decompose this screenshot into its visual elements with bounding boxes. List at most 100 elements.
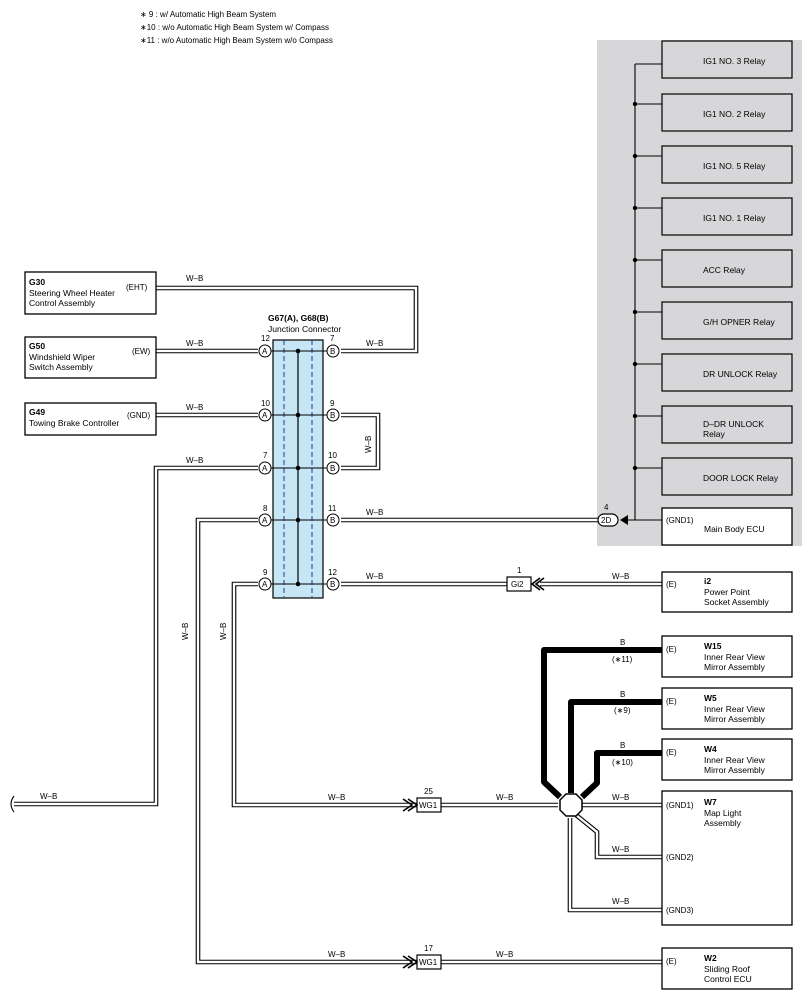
svg-text:(GND): (GND) xyxy=(127,411,150,420)
svg-text:(E): (E) xyxy=(666,957,677,966)
svg-text:B: B xyxy=(330,580,335,589)
svg-text:(GND1): (GND1) xyxy=(666,801,694,810)
relay-ig1-no1: IG1 NO. 1 Relay xyxy=(703,213,766,223)
relay-ig1-no3: IG1 NO. 3 Relay xyxy=(703,56,766,66)
svg-text:17: 17 xyxy=(424,944,433,953)
component-w4: (E) W4 Inner Rear View Mirror Assembly xyxy=(661,738,793,781)
note-9: ∗ 9 : w/ Automatic High Beam System xyxy=(140,10,276,19)
svg-text:i2: i2 xyxy=(704,576,711,586)
svg-text:7: 7 xyxy=(263,451,268,460)
relay-acc: ACC Relay xyxy=(703,265,746,275)
svg-text:W–B: W–B xyxy=(496,793,513,802)
svg-text:Sliding Roof: Sliding Roof xyxy=(704,964,750,974)
relay-dr-unlock: DR UNLOCK Relay xyxy=(703,369,778,379)
splice-wg1-17: WG1 17 xyxy=(402,944,442,970)
wire-labels: W–B W–B W–B W–B W–B W–B W–B W–B W–B W–B … xyxy=(40,274,629,959)
svg-text:W–B: W–B xyxy=(366,508,383,517)
svg-text:G50: G50 xyxy=(29,341,45,351)
svg-text:W–B: W–B xyxy=(181,623,190,640)
svg-text:(E): (E) xyxy=(666,697,677,706)
svg-text:W–B: W–B xyxy=(612,897,629,906)
svg-text:9: 9 xyxy=(330,399,335,408)
splice-wg1-25: WG1 25 xyxy=(402,787,442,813)
svg-text:Windshield Wiper: Windshield Wiper xyxy=(29,352,95,362)
svg-text:Steering Wheel Heater: Steering Wheel Heater xyxy=(29,288,115,298)
svg-text:W–B: W–B xyxy=(612,572,629,581)
svg-text:8: 8 xyxy=(263,504,268,513)
svg-text:Inner Rear View: Inner Rear View xyxy=(704,704,766,714)
mirror-wires xyxy=(541,647,662,800)
junction-pins-a: A A A A A 12 10 7 8 9 xyxy=(258,334,272,591)
svg-text:1: 1 xyxy=(517,566,522,575)
svg-text:B: B xyxy=(330,516,335,525)
svg-text:A: A xyxy=(262,347,268,356)
svg-text:25: 25 xyxy=(424,787,433,796)
junction-connector xyxy=(265,339,332,599)
svg-text:Mirror Assembly: Mirror Assembly xyxy=(704,765,766,775)
relay-d-dr-unlock-line2: Relay xyxy=(703,429,725,439)
relay-gh-opner: G/H OPNER Relay xyxy=(703,317,776,327)
svg-text:Gi2: Gi2 xyxy=(511,580,524,589)
svg-text:12: 12 xyxy=(328,568,337,577)
relay-ig1-no2: IG1 NO. 2 Relay xyxy=(703,109,766,119)
relay-ig1-no5: IG1 NO. 5 Relay xyxy=(703,161,766,171)
svg-text:(E): (E) xyxy=(666,748,677,757)
svg-text:W–B: W–B xyxy=(186,403,203,412)
svg-text:A: A xyxy=(262,580,268,589)
relay-bus-junction-dots xyxy=(632,101,638,471)
svg-text:Assembly: Assembly xyxy=(704,818,742,828)
svg-text:W4: W4 xyxy=(704,744,717,754)
wire-break-mark xyxy=(10,795,15,813)
component-g30: G30 Steering Wheel Heater Control Assemb… xyxy=(24,271,157,315)
svg-text:WG1: WG1 xyxy=(419,958,438,967)
svg-text:Inner Rear View: Inner Rear View xyxy=(704,755,766,765)
svg-text:W5: W5 xyxy=(704,693,717,703)
connector-2d: 2D 4 xyxy=(597,503,628,527)
junction-pins-b: B B B B B 7 9 10 11 12 xyxy=(326,334,340,591)
svg-text:Power Point: Power Point xyxy=(704,587,750,597)
svg-text:Mirror Assembly: Mirror Assembly xyxy=(704,662,766,672)
svg-text:A: A xyxy=(262,464,268,473)
svg-text:W7: W7 xyxy=(704,797,717,807)
note-w4: (∗10) xyxy=(612,758,633,767)
svg-text:9: 9 xyxy=(263,568,268,577)
svg-text:B: B xyxy=(330,464,335,473)
svg-text:W–B: W–B xyxy=(612,845,629,854)
svg-text:W–B: W–B xyxy=(328,793,345,802)
component-w2: (E) W2 Sliding Roof Control ECU xyxy=(661,947,793,990)
wire-harness xyxy=(14,63,662,965)
svg-text:B: B xyxy=(330,411,335,420)
svg-text:Control Assembly: Control Assembly xyxy=(29,298,96,308)
component-g49: G49 Towing Brake Controller (GND) xyxy=(24,402,157,436)
svg-text:12: 12 xyxy=(261,334,270,343)
svg-text:WG1: WG1 xyxy=(419,801,438,810)
svg-text:10: 10 xyxy=(261,399,270,408)
svg-text:Inner Rear View: Inner Rear View xyxy=(704,652,766,662)
svg-text:B: B xyxy=(620,638,625,647)
svg-text:Main Body ECU: Main Body ECU xyxy=(704,524,764,534)
svg-text:Towing Brake Controller: Towing Brake Controller xyxy=(29,418,119,428)
svg-text:10: 10 xyxy=(328,451,337,460)
svg-text:11: 11 xyxy=(328,504,337,513)
svg-text:W–B: W–B xyxy=(186,339,203,348)
svg-text:7: 7 xyxy=(330,334,335,343)
svg-text:(E): (E) xyxy=(666,645,677,654)
svg-text:W–B: W–B xyxy=(612,793,629,802)
svg-text:W–B: W–B xyxy=(366,339,383,348)
relay-d-dr-unlock: D–DR UNLOCK xyxy=(703,419,764,429)
svg-text:B: B xyxy=(620,741,625,750)
svg-text:A: A xyxy=(262,411,268,420)
component-w7: (GND1) (GND2) (GND3) W7 Map Light Assemb… xyxy=(661,790,793,926)
svg-text:(E): (E) xyxy=(666,580,677,589)
svg-text:W–B: W–B xyxy=(40,792,57,801)
svg-text:4: 4 xyxy=(604,503,609,512)
component-g50: G50 Windshield Wiper Switch Assembly (EW… xyxy=(24,336,157,379)
note-10: ∗10 : w/o Automatic High Beam System w/ … xyxy=(140,23,329,32)
svg-text:Socket Assembly: Socket Assembly xyxy=(704,597,769,607)
splice-gi2: Gi2 1 xyxy=(506,566,545,592)
svg-text:(GND2): (GND2) xyxy=(666,853,694,862)
svg-text:Map Light: Map Light xyxy=(704,808,742,818)
svg-text:G30: G30 xyxy=(29,277,45,287)
svg-text:W–B: W–B xyxy=(186,456,203,465)
